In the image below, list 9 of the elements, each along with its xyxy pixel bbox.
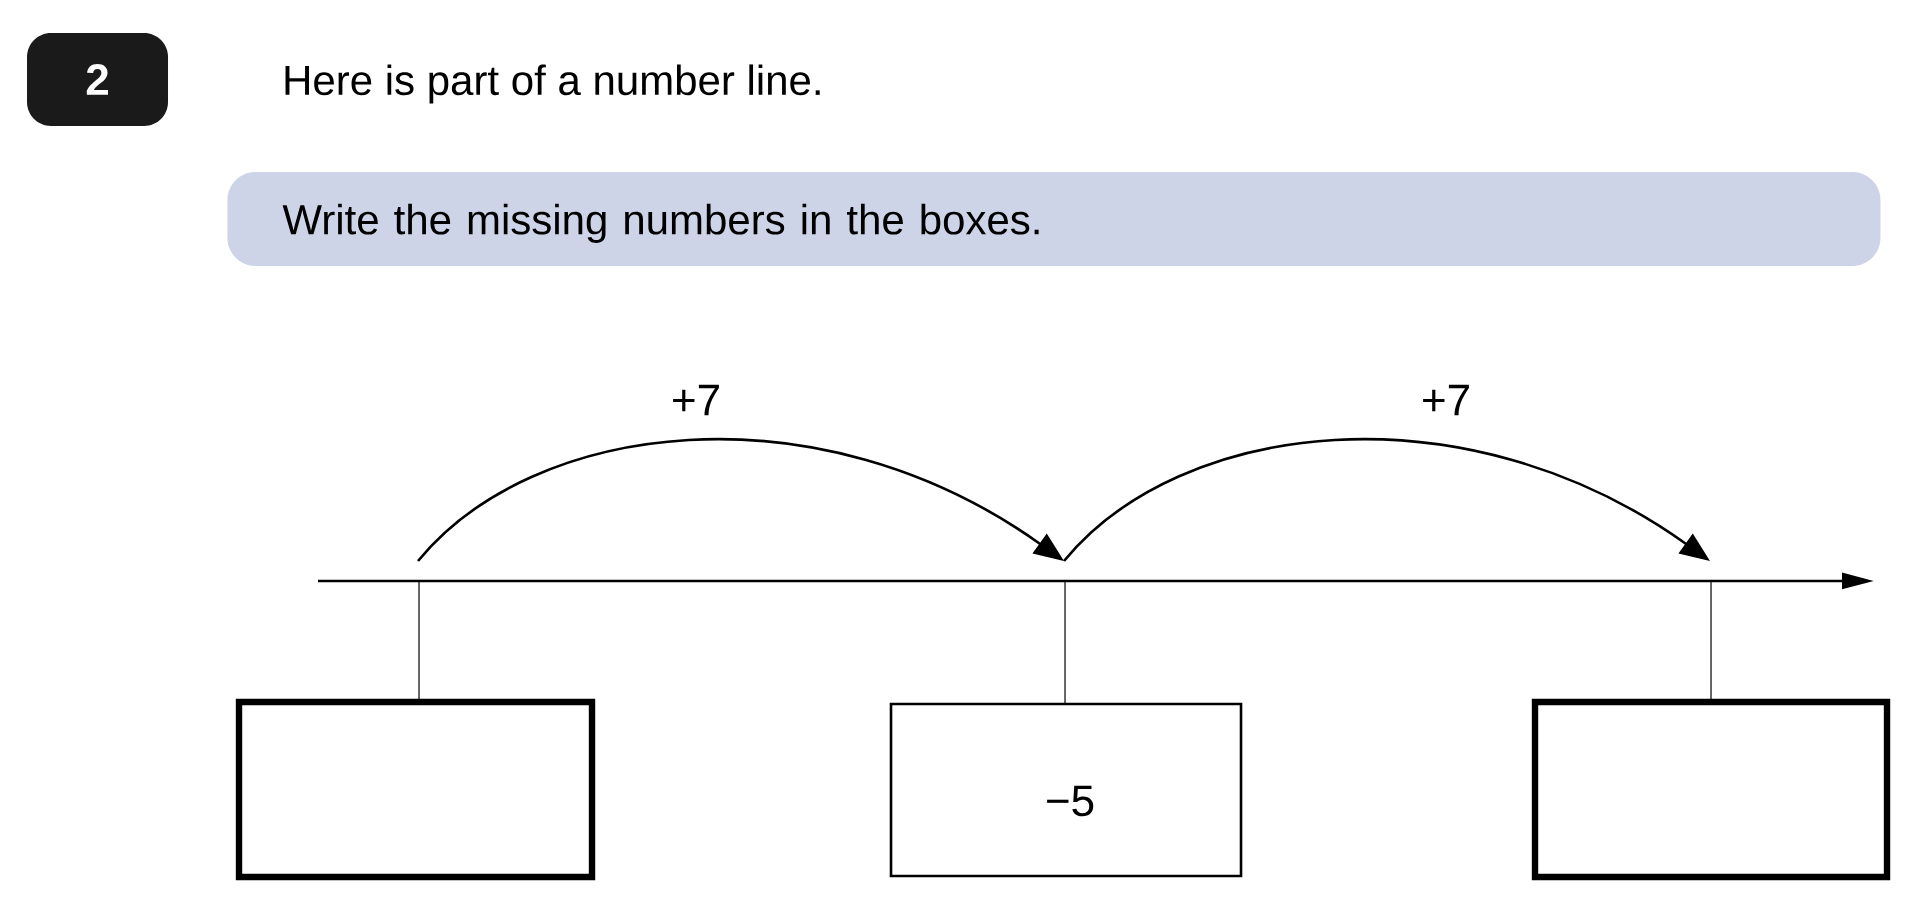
question-text: Here is part of a number line. <box>285 64 820 104</box>
instruction-banner: Write the missing numbers in the boxes. <box>227 172 1881 266</box>
tick-line <box>1064 581 1066 705</box>
answer-box <box>1531 698 1891 881</box>
question-number-badge: 2 <box>27 33 168 126</box>
edge-label: +7 <box>673 384 719 416</box>
answer-box <box>235 698 596 881</box>
number-box: −5 <box>889 702 1243 878</box>
edge-label: +7 <box>1423 384 1469 416</box>
